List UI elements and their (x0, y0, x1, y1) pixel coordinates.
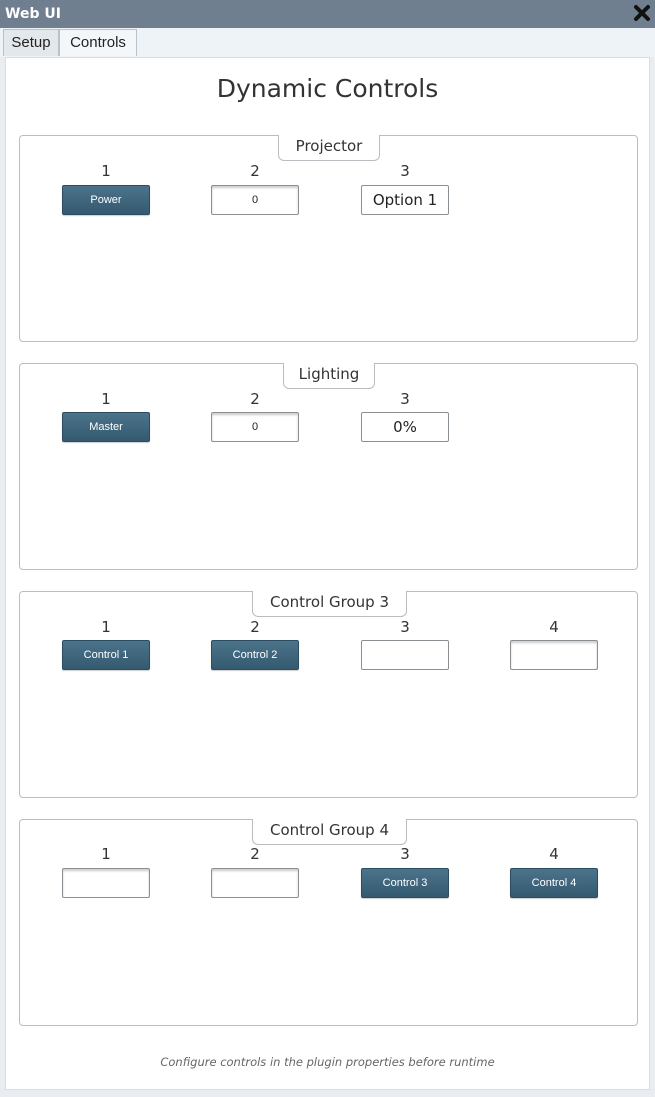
group-title: Projector (278, 135, 380, 161)
column-number: 2 (250, 390, 260, 408)
control-3-button[interactable]: Control 3 (361, 868, 449, 898)
group-title: Control Group 3 (252, 591, 407, 617)
lighting-level-select[interactable]: 0% (361, 412, 449, 442)
footer-note: Configure controls in the plugin propert… (160, 1055, 495, 1069)
tab-controls[interactable]: Controls (59, 29, 137, 56)
group-projector: Projector (19, 135, 638, 342)
lighting-value-field[interactable]: 0 (211, 412, 299, 442)
group3-field-4[interactable] (510, 640, 598, 670)
projector-value-field[interactable]: 0 (211, 185, 299, 215)
group4-field-2[interactable] (211, 868, 299, 898)
column-number: 1 (101, 390, 111, 408)
power-button[interactable]: Power (62, 185, 150, 215)
column-number: 1 (101, 618, 111, 636)
column-number: 3 (400, 162, 410, 180)
column-number: 1 (101, 845, 111, 863)
control-2-button[interactable]: Control 2 (211, 640, 299, 670)
group-control-group-4: Control Group 4 (19, 819, 638, 1026)
column-number: 3 (400, 845, 410, 863)
projector-option-select[interactable]: Option 1 (361, 185, 449, 215)
column-number: 1 (101, 162, 111, 180)
group-lighting: Lighting (19, 363, 638, 570)
column-number: 4 (549, 618, 559, 636)
tab-setup[interactable]: Setup (3, 29, 59, 56)
window-titlebar: Web UI (0, 0, 655, 28)
group-control-group-3: Control Group 3 (19, 591, 638, 798)
column-number: 3 (400, 618, 410, 636)
column-number: 2 (250, 618, 260, 636)
window-title: Web UI (5, 6, 61, 22)
column-number: 3 (400, 390, 410, 408)
control-4-button[interactable]: Control 4 (510, 868, 598, 898)
column-number: 4 (549, 845, 559, 863)
page-title: Dynamic Controls (216, 74, 439, 103)
master-button[interactable]: Master (62, 412, 150, 442)
tab-bar: Setup Controls (0, 28, 655, 57)
column-number: 2 (250, 162, 260, 180)
group4-field-1[interactable] (62, 868, 150, 898)
group-title: Control Group 4 (252, 819, 407, 845)
control-1-button[interactable]: Control 1 (62, 640, 150, 670)
group3-field-3[interactable] (361, 640, 449, 670)
group-title: Lighting (283, 363, 375, 389)
close-icon[interactable] (631, 2, 653, 24)
column-number: 2 (250, 845, 260, 863)
